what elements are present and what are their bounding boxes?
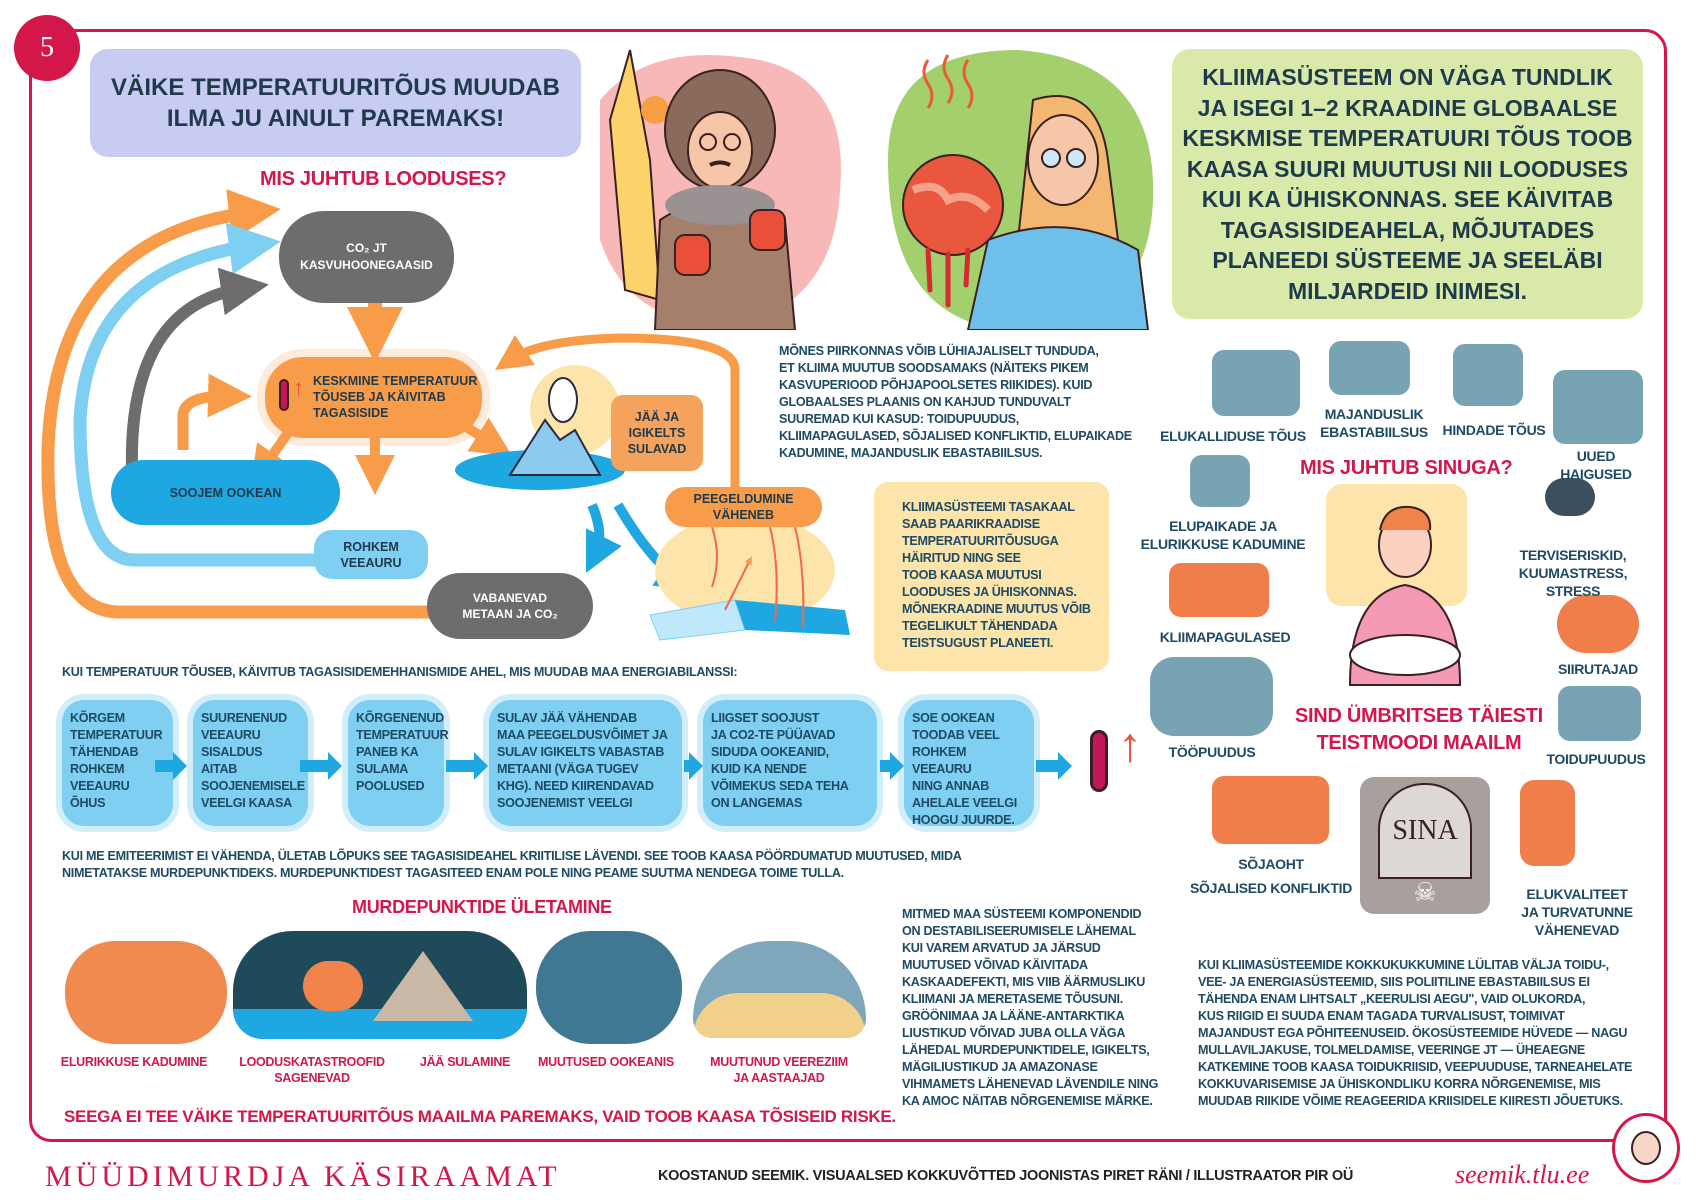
disaster-illustration [233, 931, 527, 1039]
stress-icon [1545, 478, 1595, 516]
you-heading: MIS JUHTUB SINUGA? [1300, 457, 1513, 479]
footer-credits: KOOSTANUD SEEMIK. VISUAALSED KOKKUVÕTTED… [658, 1168, 1354, 1184]
tipping-label: MUUTUSED OOKEANIS [538, 1055, 674, 1069]
mosquito-icon [1557, 595, 1639, 653]
habitat-loss-icon [1190, 455, 1250, 507]
ocean-node: SOOJEM OOKEAN [111, 460, 340, 525]
feedback-arrows [41, 189, 850, 641]
impact-label: TÖÖPUUDUS [1168, 744, 1256, 760]
thermometer-icon [1090, 730, 1108, 792]
page-number-badge: 5 [14, 15, 80, 81]
balance-note-box: KLIIMASÜSTEEMI TASAKAAL SAAB PAARIKRAADI… [874, 482, 1109, 671]
economic-instability-icon [1329, 341, 1410, 395]
arrow-ocean-to-temp [177, 373, 252, 450]
impact-label: ELUKALLIDUSE TÕUS [1160, 428, 1306, 444]
vapor-node: ROHKEM VEEAURU [314, 530, 428, 579]
tipping-label: JÄÄ SULAMINE [419, 1055, 511, 1069]
reflection-node: PEEGELDUMINE VÄHENEB [665, 487, 822, 527]
components-note: MITMED MAA SÜSTEEMI KOMPONENDID ON DESTA… [902, 907, 1159, 1108]
temperature-node: ↑ KESKMINE TEMPERATUUR TÕUSEB JA KÄIVITA… [265, 357, 482, 438]
impact-label: SÕJAOHT SÕJALISED KONFLIKTID [1189, 856, 1353, 896]
chain-step: SUURENENUD VEEAURU SISALDUS AITAB SOOJEN… [193, 700, 308, 826]
skull-icon: ☠ [1413, 877, 1437, 907]
tipping-label: ELURIKKUSE KADUMINE [60, 1055, 208, 1069]
methane-cloud: VABANEVAD METAAN JA CO₂ [427, 573, 593, 639]
short-term-note: MÕNES PIIRKONNAS VÕIB LÜHIAJALISELT TUND… [779, 344, 1132, 460]
co2-cloud: CO₂ JT KASVUHOONEGAASID [279, 211, 454, 303]
ice-melt-node: JÄÄ JA IGIKELTS SULAVAD [611, 395, 703, 471]
conclusion: SEEGA EI TEE VÄIKE TEMPERATUURITÕUS MAAI… [64, 1107, 896, 1126]
impact-label: HINDADE TÕUS [1442, 422, 1546, 438]
thermometer-icon [279, 379, 289, 411]
temperature-node-label: KESKMINE TEMPERATUUR TÕUSEB JA KÄIVITAB … [313, 374, 478, 420]
you-subheading: SIND ÜMBRITSEB TÄIESTI TEISTMOODI MAAILM [1295, 705, 1543, 754]
virus-icon [1553, 370, 1643, 444]
arrow-ice-to-methane [586, 503, 622, 573]
war-icon [1212, 776, 1329, 844]
impact-label: MAJANDUSLIK EBASTABIILSUS [1320, 406, 1428, 440]
footer-url[interactable]: seemik.tlu.ee [1455, 1160, 1590, 1189]
chain-step: KÕRGENENUD TEMPERATUUR PANEB KA SULAMA P… [348, 700, 449, 826]
impact-label: ELUPAIKADE JA ELURIKKUSE KADUMINE [1140, 518, 1306, 552]
tipping-label: LOODUSKATASTROOFID SAGENEVAD [239, 1055, 385, 1085]
tipping-label: MUUTUNUD VEEREZIIM JA AASTAAJAD [710, 1055, 848, 1085]
impact-label: SIIRUTAJAD [1558, 661, 1638, 677]
tombstone-label: SINA [1392, 815, 1458, 846]
chain-intro: KUI TEMPERATUUR TÕUSEB, KÄIVITUB TAGASIS… [62, 665, 738, 679]
tipping-heading: MURDEPUNKTIDE ÜLETAMINE [352, 897, 612, 917]
scientist-illustration [888, 50, 1154, 330]
arrow-reflection-to-temp [495, 333, 740, 487]
biodiversity-illustration [65, 941, 227, 1044]
unemployment-icon [1150, 657, 1273, 736]
impact-label: TOIDUPUUDUS [1546, 751, 1646, 767]
arrow-up-icon: ↑ [293, 375, 304, 400]
price-rise-icon [1453, 344, 1523, 406]
refugees-icon [1169, 563, 1269, 617]
poster-frame [29, 29, 1667, 1142]
food-shortage-icon [1558, 686, 1641, 741]
illustrator-logo [1612, 1113, 1680, 1183]
arrow-ocean-to-co2 [125, 267, 269, 471]
nature-heading: MIS JUHTUB LOODUSES? [260, 168, 507, 190]
ocean-illustration [536, 931, 682, 1044]
chain-step: SOE OOKEAN TOODAB VEEL ROHKEM VEEAURU NI… [904, 700, 1034, 827]
arrow-methane-to-co2 [41, 189, 430, 619]
chain-step: KÕRGEM TEMPERATUUR TÄHENDAB ROHKEM VEEAU… [62, 700, 173, 826]
person-with-empty-plate [1348, 505, 1462, 686]
footer-title: MÜÜDIMURDJA KÄSIRAAMAT [45, 1160, 561, 1193]
chain-step: LIIGSET SOOJUST JA CO2-TE PÜÜAVAD SIDUDA… [703, 700, 877, 826]
balance-note: KLIIMASÜSTEEMI TASAKAAL SAAB PAARIKRAADI… [902, 500, 1091, 650]
collapse-note: KUI KLIIMASÜSTEEMIDE KOKKUKUKKUMINE LÜLI… [1198, 958, 1633, 1108]
speech-bubble-myth: VÄIKE TEMPERATUURITÕUS MUUDAB ILMA JU AI… [90, 49, 581, 157]
impact-label: KLIIMAPAGULASED [1159, 629, 1291, 645]
chain-outro: KUI ME EMITEERIMIST EI VÄHENDA, ÜLETAB L… [62, 849, 962, 880]
arrow-vapor-to-co2 [73, 222, 320, 567]
impact-label: TERVISERISKID, KUUMASTRESS, STRESS [1518, 547, 1628, 599]
cost-of-living-icon [1212, 350, 1300, 416]
speech-bubble-fact: KLIIMASÜSTEEM ON VÄGA TUNDLIK JA ISEGI 1… [1172, 49, 1643, 319]
impact-label: UUED HAIGUSED [1560, 448, 1632, 482]
chain-arrows [155, 752, 1072, 780]
impact-label: ELUKVALITEET JA TURVATUNNE VÄHENEVAD [1521, 886, 1633, 938]
arrow-up-icon: ↑ [1118, 719, 1142, 772]
tombstone: SINA ☠ [1360, 777, 1490, 914]
chain-step: SULAV JÄÄ VÄHENDAB MAA PEEGELDUSVÕIMET J… [489, 700, 682, 826]
skeptic-illustration [600, 49, 841, 330]
quality-of-life-icon [1520, 780, 1575, 866]
